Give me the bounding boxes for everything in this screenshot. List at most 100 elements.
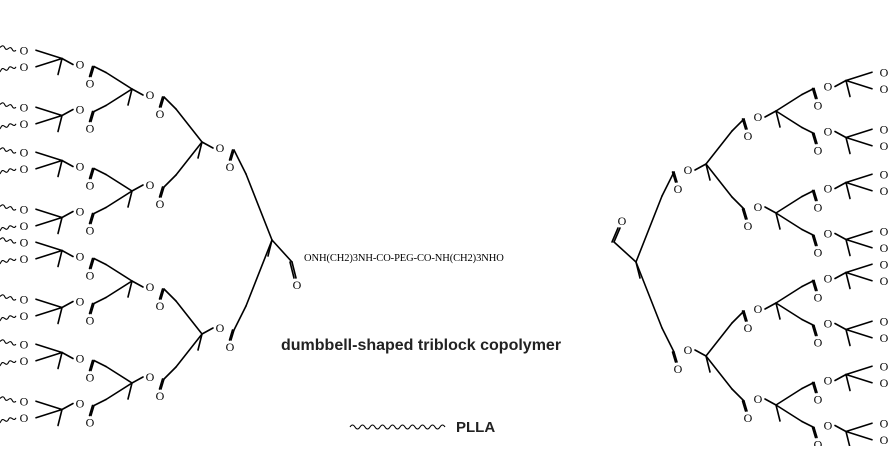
bond-line [845,79,873,90]
plla-chain-line [0,102,17,109]
oxygen-atom-label: O [156,389,165,403]
bond-line [93,206,107,215]
bond-line [834,130,847,139]
oxygen-atom-label: O [86,371,95,385]
bond-line [88,212,94,225]
oxygen-atom-label: O [156,197,165,211]
oxygen-atom-label: O [744,321,753,335]
oxygen-atom-label: O [76,103,85,117]
bond-line [90,212,95,225]
bond-line [127,190,133,208]
bond-line [611,227,619,243]
bond-line [228,149,234,161]
bond-line [61,159,74,168]
oxygen-atom-label: O [20,202,29,216]
bond-line [845,71,873,82]
oxygen-atom-label: O [674,362,683,376]
bond-line [811,189,817,202]
plla-chain-line [0,45,17,52]
bond-line [741,208,747,220]
oxygen-atom-label: O [824,182,833,196]
bond-line [90,110,95,123]
bond-line [160,288,165,300]
bond-line [158,186,164,198]
oxygen-atom-label: O [146,280,155,294]
bond-line [61,108,74,117]
bond-line [731,196,745,210]
bond-line [35,351,63,362]
bond-line [705,322,733,357]
bond-line [845,136,851,155]
bond-line [813,189,818,202]
bond-line [661,171,675,197]
bond-line [61,57,74,66]
bond-line [613,227,621,243]
oxygen-atom-label: O [814,438,823,447]
bond-line [105,280,133,299]
bond-line [35,151,63,162]
oxygen-atom-label: O [20,162,29,176]
bond-line [175,300,203,335]
bond-line [743,118,748,130]
bond-line [158,378,164,390]
bond-line [160,186,165,198]
oxygen-atom-label: O [216,141,225,155]
plla-chain-line [0,225,17,232]
bond-line [764,206,777,214]
bond-line [845,430,851,449]
bond-line [613,241,637,263]
oxygen-atom-label: O [226,160,235,174]
bond-line [127,280,133,298]
bond-line [35,57,63,68]
oxygen-atom-label: O [20,354,29,368]
oxygen-atom-label: O [814,144,823,158]
bond-line [88,110,94,123]
bond-line [845,230,873,241]
plla-chain-line [0,360,17,367]
oxygen-atom-label: O [618,214,627,228]
oxygen-atom-label: O [814,291,823,305]
bond-line [845,373,873,384]
bond-line [811,234,817,247]
bond-line [127,382,133,400]
bond-line [845,320,873,331]
bond-line [88,302,94,315]
bond-line [845,328,873,339]
oxygen-atom-label: O [76,397,85,411]
bond-line [61,351,74,360]
bond-line [731,118,745,132]
bond-line [35,343,63,354]
oxygen-atom-label: O [20,43,29,57]
plla-chain-line [0,258,17,265]
bond-line [743,310,748,322]
bond-line [811,324,817,337]
bond-line [57,114,63,133]
oxygen-atom-label: O [754,200,763,214]
oxygen-atom-label: O [146,178,155,192]
bond-line [813,324,818,337]
bond-line [35,306,63,317]
bond-line [775,93,803,112]
oxygen-atom-label: O [20,60,29,74]
oxygen-atom-label: O [814,393,823,407]
oxygen-atom-label: O [880,359,889,373]
oxygen-atom-label: O [76,58,85,72]
bond-line [88,167,94,180]
bond-line [230,329,235,341]
bond-line [131,376,144,384]
bond-line [201,141,214,149]
bond-line [741,400,747,412]
bond-line [35,114,63,125]
plla-chain-line [0,204,17,211]
bond-line [35,241,63,252]
bond-line [88,404,94,417]
oxygen-atom-label: O [20,411,29,425]
bond-line [57,216,63,235]
oxygen-atom-label: O [814,99,823,113]
bond-line [743,208,748,220]
bond-line [93,167,107,176]
bond-line [635,195,663,263]
bond-line [731,388,745,402]
plla-chain-line [0,168,17,175]
